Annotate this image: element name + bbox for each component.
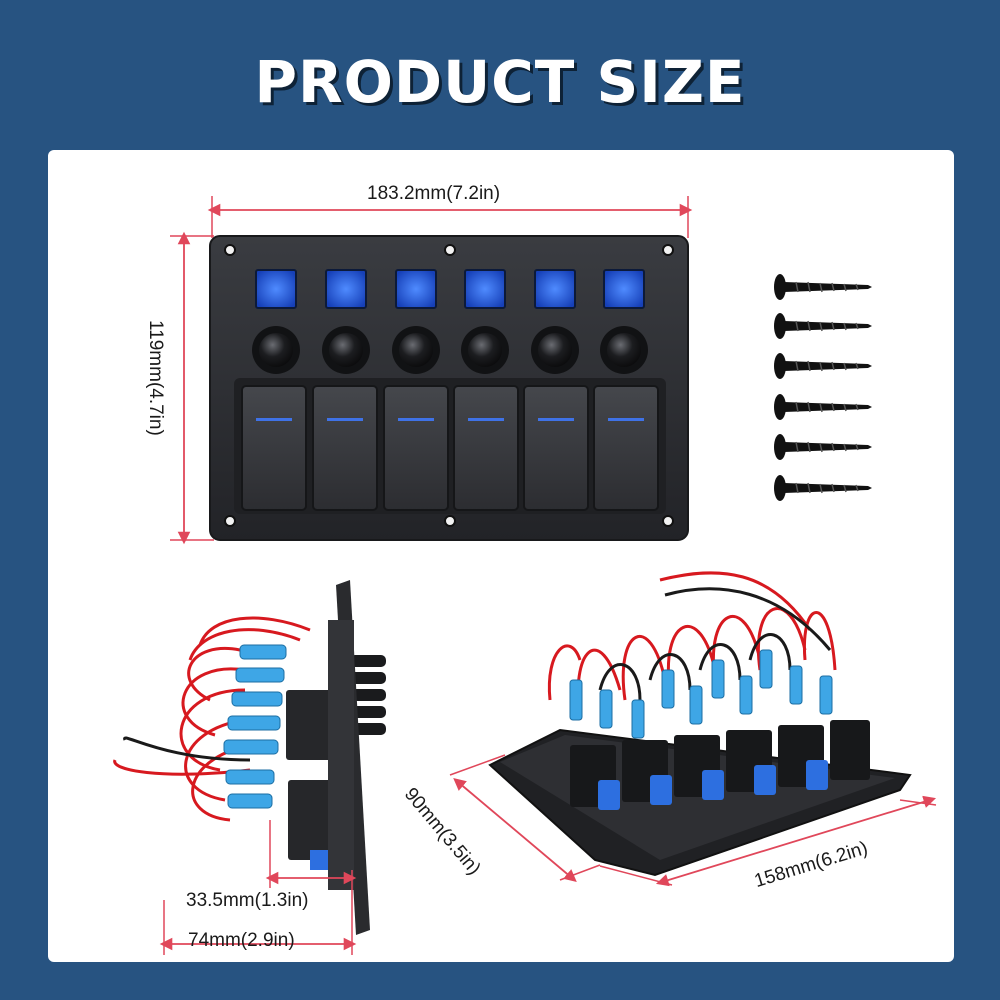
fuse-holder-icon (322, 326, 370, 374)
side-width-dimension (159, 900, 357, 955)
rocker-switch-icon (383, 385, 449, 511)
rocker-switch-icon (523, 385, 589, 511)
led-indicator-icon (464, 269, 506, 309)
led-indicators (255, 269, 645, 309)
led-indicator-icon (255, 269, 297, 309)
back-depth-dimension (449, 754, 601, 883)
led-indicator-icon (534, 269, 576, 309)
screw-icon (774, 353, 872, 379)
fuse-holder-icon (392, 326, 440, 374)
panel-height-label: 119mm(4.7in) (145, 320, 166, 436)
back-view (488, 571, 912, 877)
screw-icon (774, 274, 872, 300)
led-indicator-icon (325, 269, 367, 309)
rocker-switch-icon (241, 385, 307, 511)
led-indicator-icon (395, 269, 437, 309)
led-indicator-icon (603, 269, 645, 309)
screw-icon (774, 434, 872, 460)
panel-width-label: 183.2mm(7.2in) (367, 183, 501, 204)
screw-icon (774, 475, 872, 501)
side-depth-label: 33.5mm(1.3in) (186, 890, 309, 911)
fuse-holders (252, 326, 648, 374)
rocker-switch-icon (453, 385, 519, 511)
side-view (113, 580, 386, 935)
rocker-switch-icon (593, 385, 659, 511)
page-title: PRODUCT SIZE (254, 48, 746, 116)
fuse-holder-icon (600, 326, 648, 374)
back-width-dimension (599, 795, 937, 887)
fuse-holder-icon (252, 326, 300, 374)
panel-width-dimension (207, 196, 693, 238)
rocker-switches (241, 385, 659, 511)
screw-icon (774, 394, 872, 420)
fuse-holder-icon (461, 326, 509, 374)
screws (774, 274, 872, 501)
fuse-holder-icon (531, 326, 579, 374)
screw-icon (774, 313, 872, 339)
side-width-label: 74mm(2.9in) (188, 930, 295, 951)
rocker-switch-icon (312, 385, 378, 511)
mounting-holes (224, 244, 674, 527)
panel-height-dimension (170, 231, 214, 545)
